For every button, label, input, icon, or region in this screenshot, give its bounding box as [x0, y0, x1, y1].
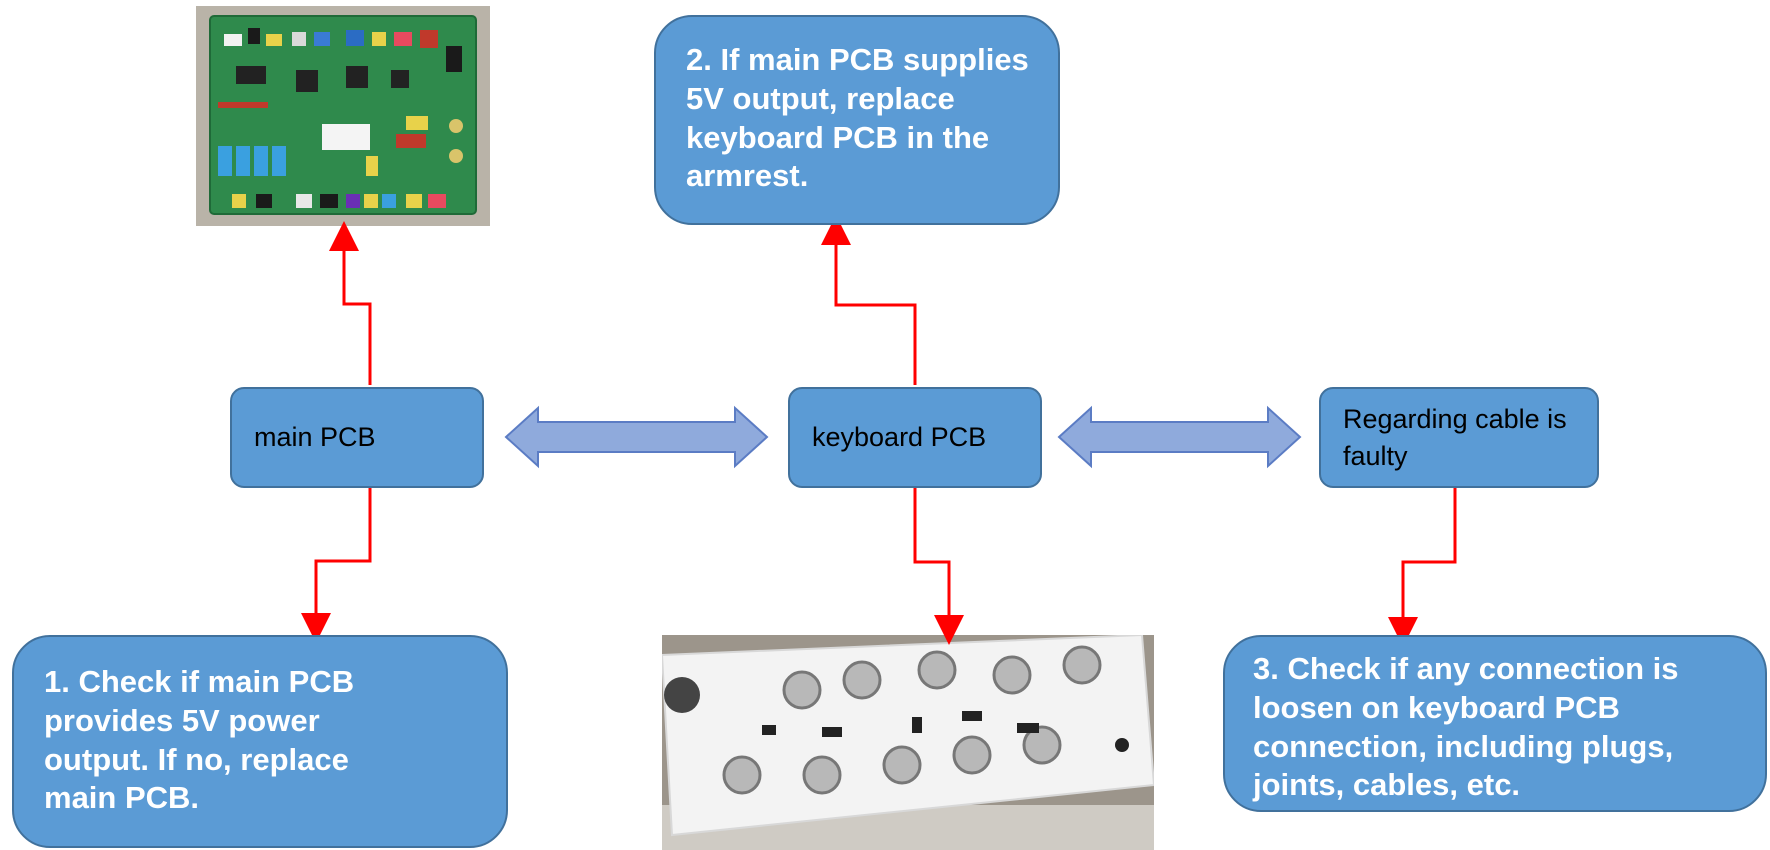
- step-1-box: 1. Check if main PCB provides 5V power o…: [12, 635, 508, 848]
- double-arrow-main-keyboard: [504, 405, 769, 469]
- main-pcb-photo: [196, 6, 490, 226]
- arrow-cable-to-step3: [1388, 487, 1457, 647]
- keyboard-pcb-photo: [662, 635, 1154, 850]
- step-1-text: 1. Check if main PCB provides 5V power o…: [44, 664, 355, 816]
- double-arrow-keyboard-cable: [1057, 405, 1302, 469]
- node-cable-label: Regarding cable is faulty: [1343, 404, 1567, 471]
- arrow-keyboard-to-step2: [821, 215, 917, 385]
- node-keyboard-pcb-label: keyboard PCB: [812, 422, 987, 452]
- step-3-text: 3. Check if any connection is loosen on …: [1253, 651, 1679, 803]
- node-main-pcb-label: main PCB: [254, 422, 376, 452]
- arrow-keyboard-to-photo: [913, 487, 964, 645]
- arrow-main-to-photo: [329, 221, 372, 385]
- node-main-pcb: main PCB: [230, 387, 484, 488]
- step-2-text: 2. If main PCB supplies 5V output, repla…: [686, 42, 1029, 194]
- step-3-box: 3. Check if any connection is loosen on …: [1223, 635, 1767, 812]
- step-2-box: 2. If main PCB supplies 5V output, repla…: [654, 15, 1060, 225]
- arrow-main-to-step1: [301, 487, 372, 643]
- node-keyboard-pcb: keyboard PCB: [788, 387, 1042, 488]
- node-cable: Regarding cable is faulty: [1319, 387, 1599, 488]
